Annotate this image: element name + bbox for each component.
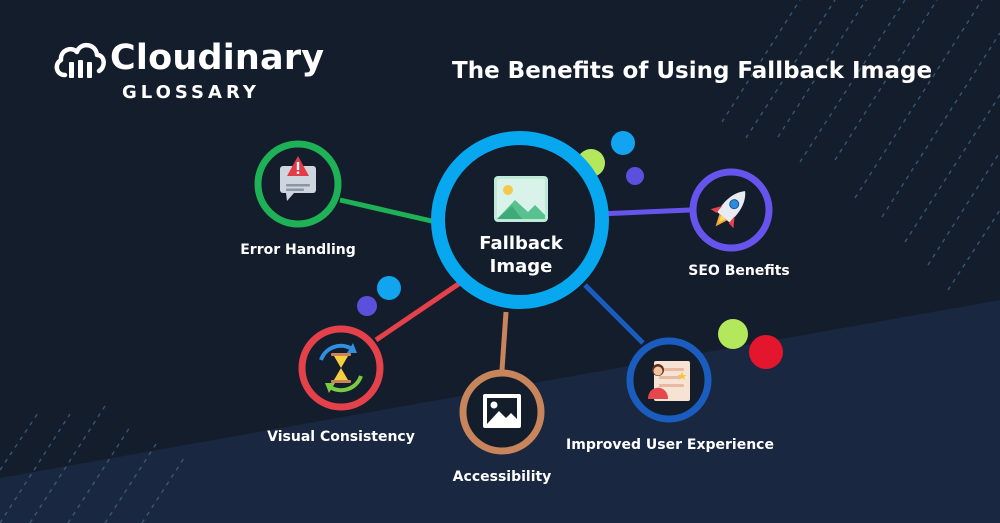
decor-dot-violet-left xyxy=(357,296,377,316)
brand-subtitle: GLOSSARY xyxy=(122,82,260,103)
connector-accessibility xyxy=(499,311,509,371)
page-title: The Benefits of Using Fallback Image xyxy=(452,58,933,84)
background-stripes-bottom-left xyxy=(0,405,187,523)
node-improved-user-experience xyxy=(626,337,712,423)
rocket-icon xyxy=(710,191,746,229)
decor-dot-red-right xyxy=(749,335,783,369)
node-visual-consistency xyxy=(298,325,384,411)
hourglass-refresh-icon xyxy=(319,343,363,393)
center-label-line1: Fallback xyxy=(479,233,563,254)
node-error-handling xyxy=(254,140,342,228)
cloud-logo-icon xyxy=(54,43,106,78)
decor-dot-violet-top xyxy=(626,167,644,185)
decor-dot-sky-top xyxy=(611,131,635,155)
brand-name: Cloudinary xyxy=(110,38,325,78)
label-seo-benefits: SEO Benefits xyxy=(688,263,790,279)
center-label-line2: Image xyxy=(489,256,553,277)
decor-dot-lime-right xyxy=(718,319,748,349)
label-improved-user-experience: Improved User Experience xyxy=(566,437,774,453)
connector-visual-consistency xyxy=(374,280,462,343)
landscape-image-icon xyxy=(494,176,548,222)
center-label: Fallback Image xyxy=(461,232,581,278)
node-seo-benefits xyxy=(689,168,773,252)
connector-user-experience xyxy=(583,283,645,345)
user-review-icon xyxy=(648,361,690,401)
decor-dot-sky-left xyxy=(377,276,401,300)
warning-message-icon xyxy=(280,156,316,201)
center-hub xyxy=(431,131,609,309)
label-accessibility: Accessibility xyxy=(452,469,552,485)
cloudinary-logo: Cloudinary GLOSSARY xyxy=(52,38,324,108)
background-stripes-top-right xyxy=(721,0,1000,291)
connector-seo-benefits xyxy=(597,207,691,217)
label-error-handling: Error Handling xyxy=(240,242,356,258)
node-accessibility xyxy=(459,369,545,455)
label-visual-consistency: Visual Consistency xyxy=(267,429,415,445)
image-icon xyxy=(483,394,521,428)
connector-error-handling xyxy=(339,197,437,225)
